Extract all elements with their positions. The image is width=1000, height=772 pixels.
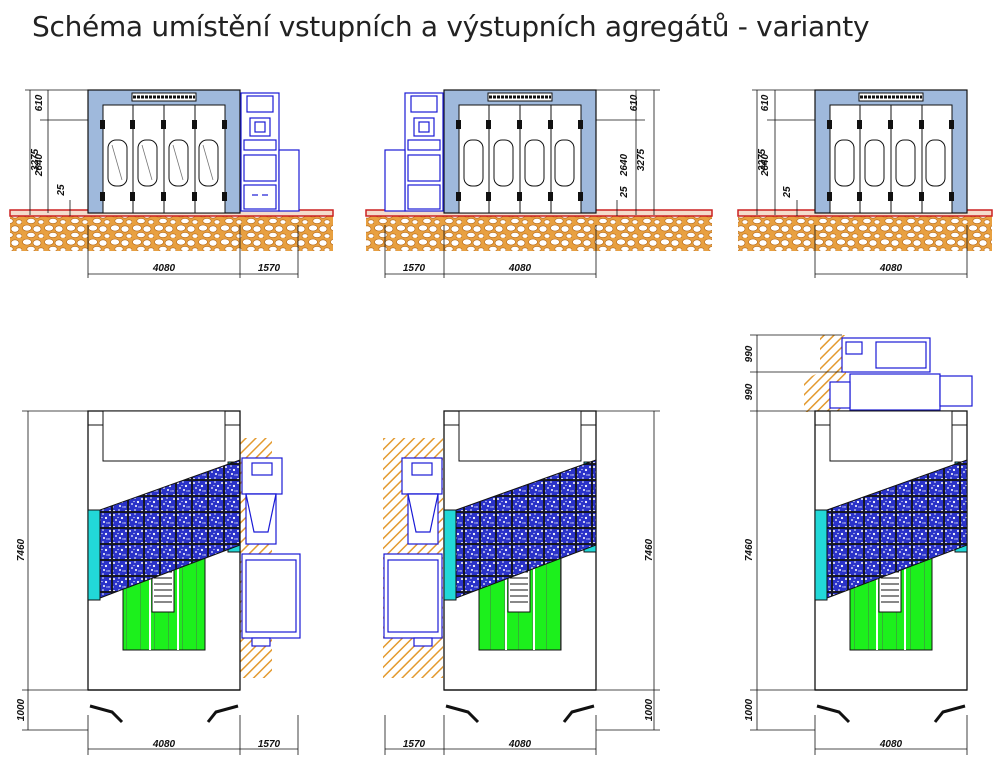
dim-height-base: 25	[782, 186, 793, 199]
dim-width-unit: 1570	[258, 739, 281, 750]
dim-roof-b: 990	[744, 383, 755, 400]
dim-width-main: 4080	[879, 739, 903, 750]
plan-view-1	[22, 410, 301, 755]
plan-view-3	[750, 334, 973, 755]
dim-width-main: 4080	[508, 263, 532, 274]
ceiling-filters	[99, 459, 241, 599]
cyan-panel	[87, 509, 101, 601]
front-view-1	[9, 89, 334, 278]
air-handling-unit	[240, 92, 300, 212]
dim-height-base: 25	[619, 186, 630, 199]
dimension-lines	[25, 89, 299, 278]
front-view-2	[365, 89, 713, 278]
dim-height-total: 3275	[30, 148, 41, 171]
dim-height-door: 2640	[760, 153, 771, 177]
dim-front: 1000	[644, 698, 655, 721]
dim-length: 7460	[744, 538, 755, 561]
dim-length: 7460	[16, 538, 27, 561]
dim-height-top: 610	[760, 94, 771, 111]
dim-front: 1000	[16, 698, 27, 721]
dim-width-main: 4080	[152, 263, 176, 274]
dim-width-main: 4080	[508, 739, 532, 750]
dim-height-door: 2640	[34, 153, 45, 177]
dim-width-unit: 1570	[403, 263, 426, 274]
air-handling-unit	[241, 457, 301, 647]
dim-height-total: 3275	[636, 148, 647, 171]
dim-roof-a: 990	[744, 345, 755, 362]
dim-width-unit: 1570	[258, 263, 281, 274]
dim-width-main: 4080	[879, 263, 903, 274]
plan-view-2	[383, 410, 660, 755]
dim-width-unit: 1570	[403, 739, 426, 750]
dim-length: 7460	[644, 538, 655, 561]
dim-height-door: 2640	[619, 153, 630, 177]
dim-height-top: 610	[629, 94, 640, 111]
page-title: Schéma umístění vstupních a výstupních a…	[32, 10, 870, 43]
air-handling-unit	[384, 92, 444, 212]
air-handling-unit	[383, 457, 443, 647]
roof-unit	[829, 337, 973, 411]
front-view-3	[737, 89, 993, 278]
ground-strip	[10, 215, 333, 251]
dim-height-total: 3275	[757, 148, 768, 171]
dim-width-main: 4080	[152, 739, 176, 750]
dim-height-top: 610	[34, 94, 45, 111]
dim-height-base: 25	[56, 184, 67, 197]
dim-front: 1000	[744, 698, 755, 721]
